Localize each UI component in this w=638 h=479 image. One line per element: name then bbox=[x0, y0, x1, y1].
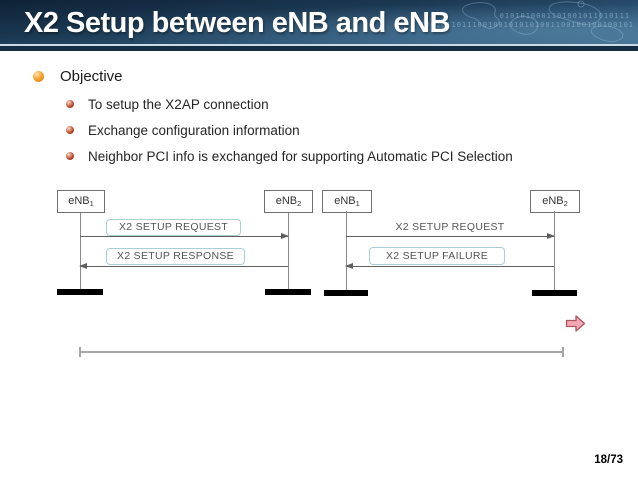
lifeline bbox=[80, 213, 81, 290]
objective-heading: Objective bbox=[60, 68, 123, 85]
node-label-subscript: 2 bbox=[563, 199, 568, 208]
node-box-enb2: eNB2 bbox=[264, 190, 313, 213]
node-label-subscript: 1 bbox=[355, 199, 360, 208]
objective-item: Neighbor PCI info is exchanged for suppo… bbox=[88, 149, 513, 164]
timeline-end-tick bbox=[562, 347, 564, 357]
message-arrow-request bbox=[80, 233, 289, 239]
message-label-response: X2 SETUP RESPONSE bbox=[106, 248, 245, 265]
node-label: eNB bbox=[334, 195, 356, 207]
node-box-enb1: eNB1 bbox=[322, 190, 372, 213]
message-arrow-request bbox=[346, 233, 555, 239]
orange-sphere-bullet-icon bbox=[33, 71, 44, 82]
node-box-enb2: eNB2 bbox=[530, 190, 580, 213]
red-sphere-bullet-icon bbox=[66, 100, 74, 108]
node-label: eNB bbox=[68, 195, 90, 207]
message-arrow-failure bbox=[345, 263, 554, 269]
binary-decoration-line1: 0101010001101001011010111 bbox=[499, 12, 630, 20]
red-sphere-bullet-icon bbox=[66, 126, 74, 134]
binary-decoration-line2: 1001011011100100101010100110010010010010… bbox=[420, 21, 634, 29]
objective-item: To setup the X2AP connection bbox=[88, 97, 269, 112]
node-label: eNB bbox=[542, 195, 564, 207]
node-label-subscript: 2 bbox=[297, 199, 302, 208]
title-bar: 0101010001101001011010111 10010110111001… bbox=[0, 0, 638, 44]
world-map-graphic bbox=[462, 0, 624, 42]
message-label-request: X2 SETUP REQUEST bbox=[395, 221, 505, 233]
node-label: eNB bbox=[275, 195, 298, 207]
node-box-enb1: eNB1 bbox=[57, 190, 105, 213]
lifeline bbox=[346, 211, 347, 292]
ground-bar bbox=[324, 290, 368, 296]
message-label-failure: X2 SETUP FAILURE bbox=[369, 247, 505, 265]
title-bar-sheen bbox=[0, 0, 638, 44]
header-underline-dark bbox=[0, 46, 638, 51]
objective-item: Exchange configuration information bbox=[88, 123, 300, 138]
forward-arrow-icon bbox=[565, 315, 586, 332]
page-title: X2 Setup between eNB and eNB bbox=[24, 7, 450, 39]
node-label-subscript: 1 bbox=[89, 199, 94, 208]
header-underline-light bbox=[0, 44, 638, 46]
lifeline bbox=[288, 213, 289, 290]
ground-bar bbox=[532, 290, 577, 296]
message-label-request: X2 SETUP REQUEST bbox=[106, 219, 241, 236]
ground-bar bbox=[57, 289, 103, 295]
page-number: 18/73 bbox=[594, 454, 623, 466]
timeline-end-tick bbox=[79, 347, 81, 357]
lifeline bbox=[554, 211, 555, 292]
ground-bar bbox=[265, 289, 311, 295]
red-sphere-bullet-icon bbox=[66, 152, 74, 160]
message-arrow-response bbox=[79, 263, 288, 269]
timeline-line bbox=[80, 351, 564, 353]
